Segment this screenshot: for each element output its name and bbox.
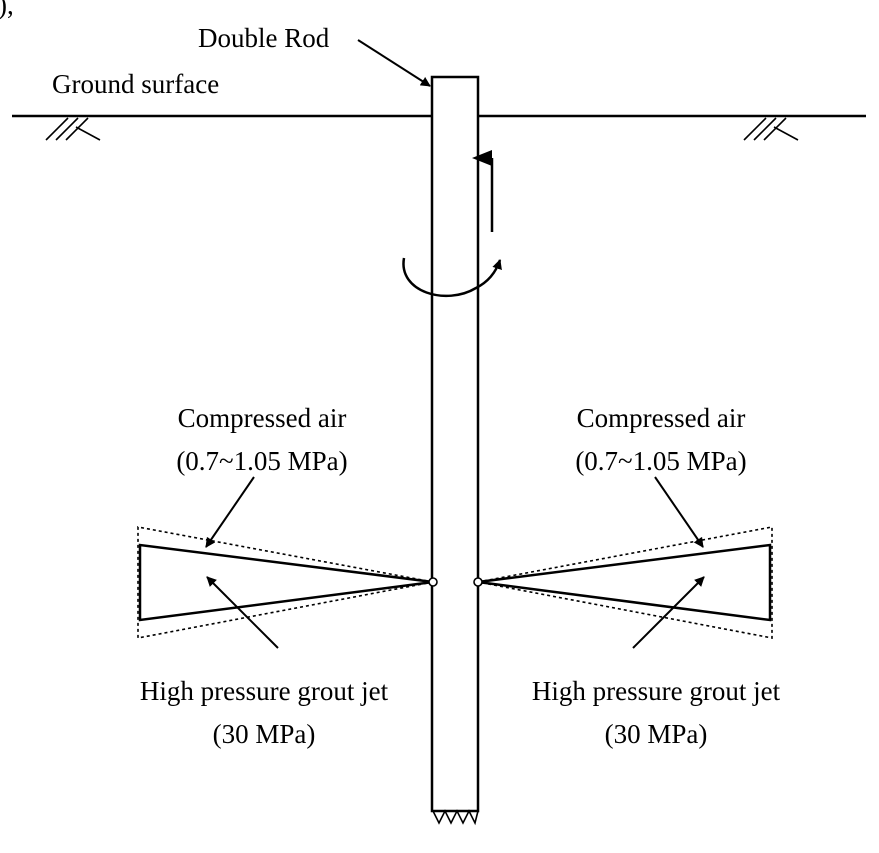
right-grout-leader bbox=[632, 576, 705, 649]
left-grout-label: High pressure grout jet bbox=[140, 676, 389, 706]
rotation-arrow bbox=[402, 257, 502, 298]
right-air-pressure: (0.7~1.05 MPa) bbox=[575, 446, 746, 476]
left-grout-pressure: (30 MPa) bbox=[213, 719, 316, 749]
ground-surface-label: Ground surface bbox=[52, 69, 219, 99]
right-air-label: Compressed air bbox=[577, 403, 746, 433]
left-air-pressure: (0.7~1.05 MPa) bbox=[176, 446, 347, 476]
double-rod-leader bbox=[357, 39, 431, 87]
right-air-leader bbox=[654, 476, 704, 548]
left-air-label: Compressed air bbox=[178, 403, 347, 433]
double-rod-label: Double Rod bbox=[198, 23, 330, 53]
double-rod bbox=[430, 75, 480, 813]
ground-hatch-right bbox=[743, 117, 799, 141]
left-air-envelope bbox=[137, 526, 434, 639]
rod-tip-teeth bbox=[432, 809, 479, 826]
top-partial-text: ), bbox=[0, 0, 14, 20]
right-nozzle bbox=[473, 577, 483, 587]
left-grout-jet bbox=[138, 543, 434, 622]
right-grout-pressure: (30 MPa) bbox=[605, 719, 708, 749]
right-grout-label: High pressure grout jet bbox=[532, 676, 781, 706]
ground-hatch-left bbox=[45, 117, 101, 141]
right-grout-jet bbox=[477, 543, 772, 622]
left-nozzle bbox=[428, 577, 438, 587]
right-air-envelope bbox=[477, 526, 773, 639]
left-grout-leader bbox=[206, 576, 279, 649]
left-air-leader bbox=[205, 476, 255, 548]
